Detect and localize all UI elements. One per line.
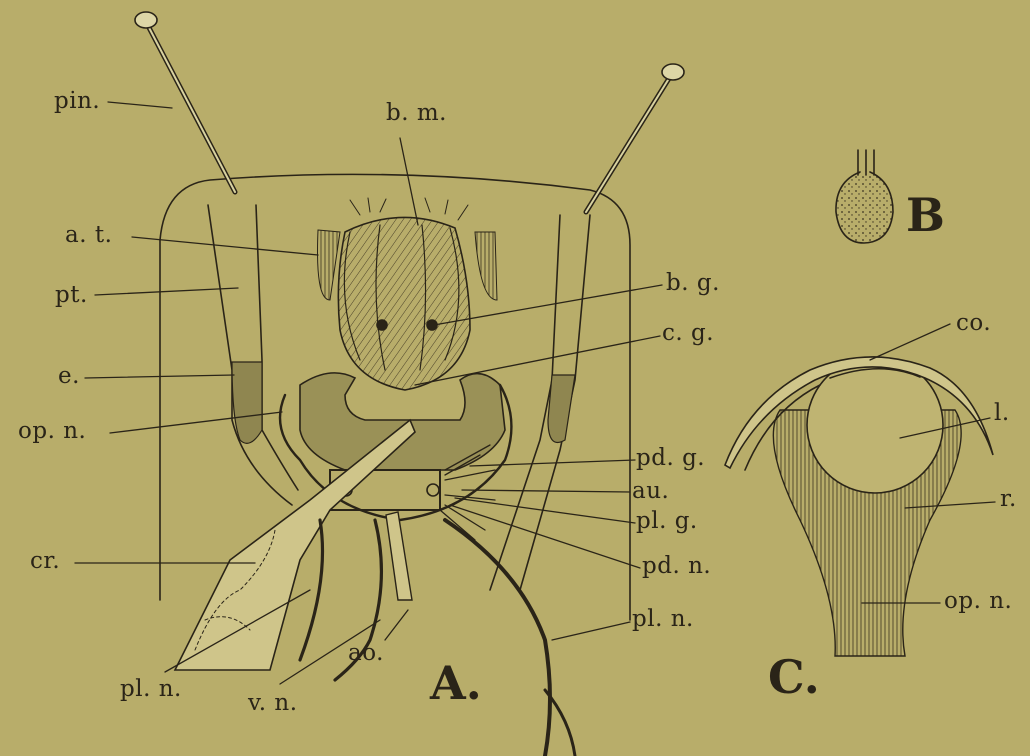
label-pleural-ganglion: pl. g. [636, 508, 698, 534]
label-visceral-nerve: v. n. [248, 690, 298, 716]
aorta [386, 512, 412, 600]
panel-label-a: A. [430, 656, 482, 710]
label-pin: pin. [54, 88, 100, 114]
pleural-nerve [445, 520, 550, 756]
label-auditory: au. [632, 478, 669, 504]
label-pedal-ganglion: pd. g. [636, 445, 705, 471]
label-pleural-nerve-right: pl. n. [632, 606, 694, 632]
label-retina: r. [1000, 486, 1017, 512]
label-buccal-ganglion: b. g. [666, 270, 720, 296]
panel-label-b: B [906, 188, 945, 242]
pin-left [135, 12, 235, 192]
label-optic-nerve-a: op. n. [18, 418, 86, 444]
label-anterior-tentacle: a. t. [65, 222, 112, 248]
eye-right [548, 375, 575, 443]
tube-right [490, 215, 590, 590]
label-posterior-tentacle: pt. [55, 282, 88, 308]
eye-left [232, 362, 262, 443]
panel-label-c: C. [768, 650, 820, 704]
leader-lines [75, 102, 662, 684]
fringe [350, 198, 468, 220]
label-pleural-nerve-left: pl. n. [120, 676, 182, 702]
label-crop: cr. [30, 548, 60, 574]
label-pedal-nerve: pd. n. [642, 553, 711, 579]
label-cornea: co. [956, 310, 991, 336]
tube-left [208, 205, 298, 505]
label-optic-nerve-c: op. n. [944, 588, 1012, 614]
label-lens: l. [994, 400, 1010, 426]
label-eye: e. [58, 363, 80, 389]
label-cerebral-ganglion: c. g. [662, 320, 714, 346]
otocyst-b [836, 150, 893, 243]
buccal-mass [338, 217, 470, 390]
label-aorta: ao. [348, 640, 384, 666]
label-buccal-mass: b. m. [386, 100, 447, 126]
pin-right [586, 64, 684, 212]
